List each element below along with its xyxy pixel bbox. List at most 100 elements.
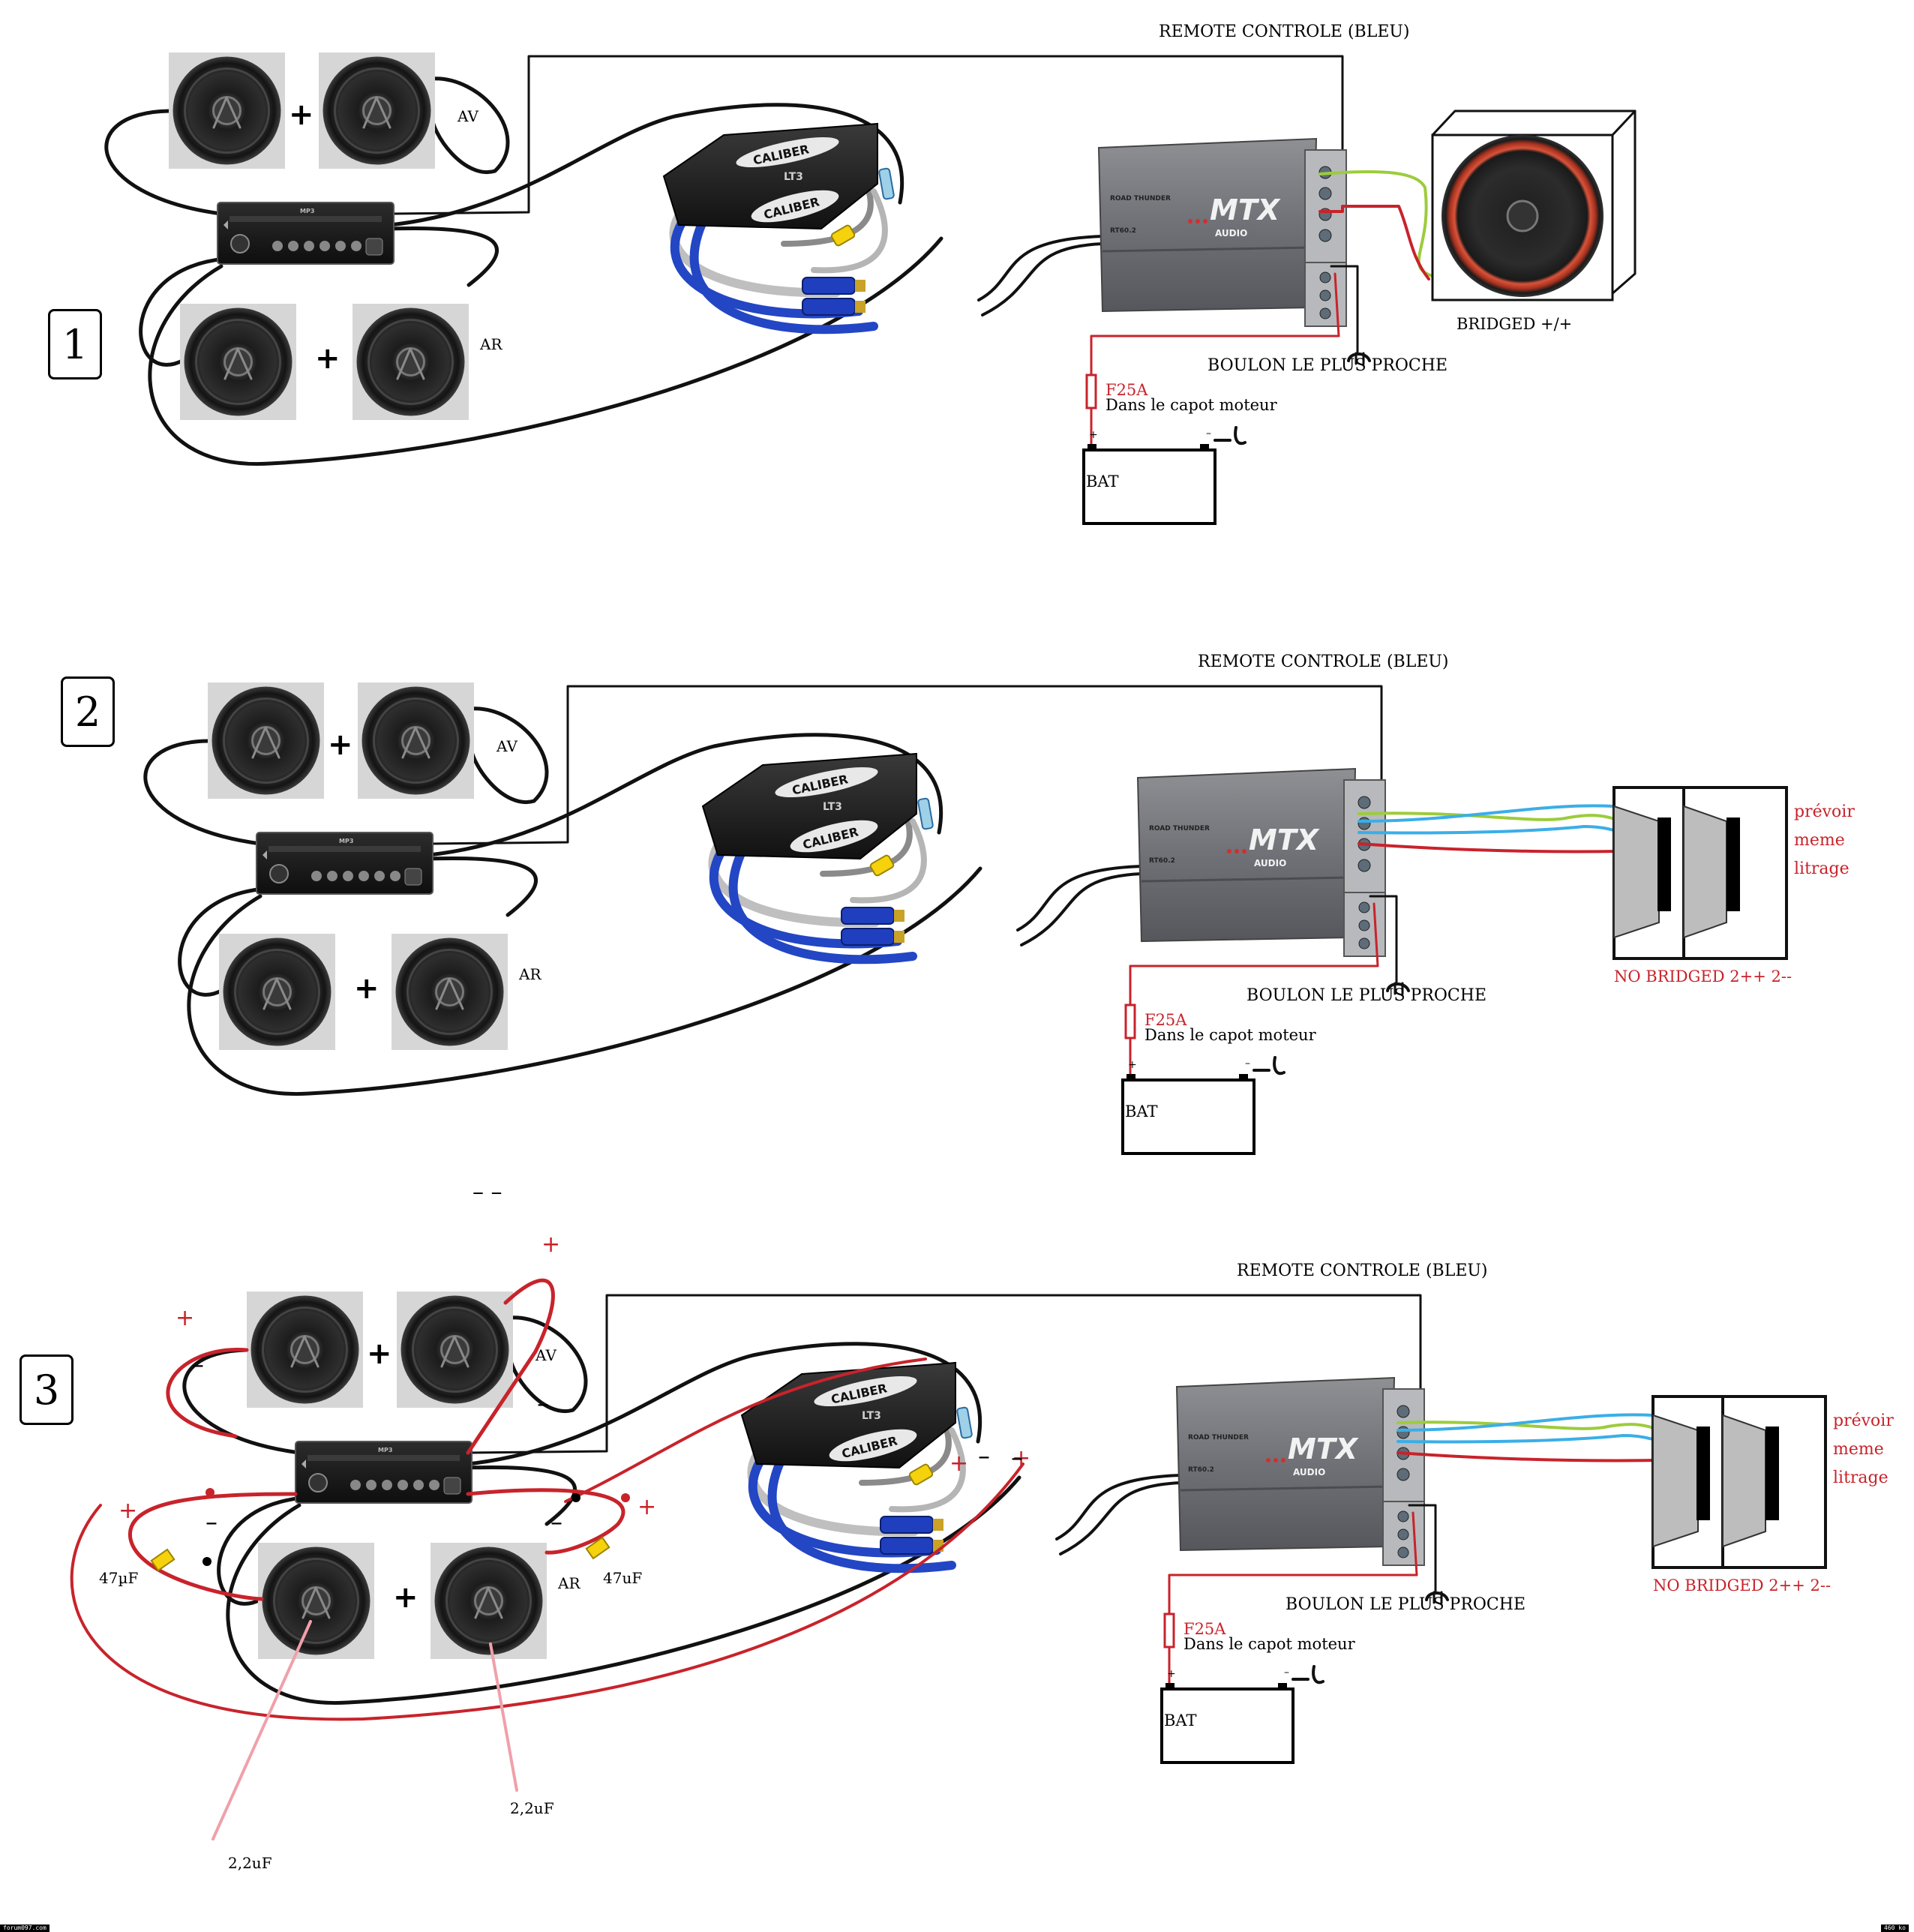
red-to-lc-wire xyxy=(564,1358,927,1503)
speaker-front-right xyxy=(319,52,435,169)
front-speakers-label: AV xyxy=(496,737,518,755)
radio-preset-button xyxy=(311,871,322,881)
radio-to-lc-wire xyxy=(388,103,904,227)
radio-preset-button xyxy=(320,241,330,251)
lc-logo-oval xyxy=(829,1429,917,1462)
speaker-tweeter-bridge xyxy=(362,96,392,129)
speaker-surround xyxy=(273,1558,359,1644)
dash-marks: – – xyxy=(472,1179,502,1205)
sub-magnet xyxy=(1726,818,1740,911)
polarity-plus: + xyxy=(118,1498,138,1524)
battery-label: BAT xyxy=(1086,472,1119,490)
ground-label: BOULON LE PLUS PROCHE xyxy=(1286,1595,1526,1614)
rear-plus-sign: + xyxy=(315,341,340,376)
rca-plug xyxy=(880,1516,934,1534)
polarity-minus: – xyxy=(206,1508,218,1536)
fuse-location-label: Dans le capot moteur xyxy=(1144,1026,1316,1044)
sub-cone-side xyxy=(1722,1414,1766,1548)
amp-led xyxy=(1266,1458,1270,1462)
radio-cd-slot xyxy=(308,1455,460,1461)
radio-preset-button xyxy=(343,871,353,881)
rca-tip xyxy=(894,910,904,922)
terminal-screw xyxy=(1396,1405,1410,1418)
speaker-surround xyxy=(223,698,309,784)
rca-to-amp-wire xyxy=(1055,1474,1182,1540)
rca-plug xyxy=(802,277,856,295)
battery-post-minus xyxy=(1200,444,1209,450)
radio-volume-knob xyxy=(269,864,289,884)
radio-preset-button xyxy=(366,1480,376,1490)
sub-magnet xyxy=(1766,1426,1779,1520)
radio-preset-button xyxy=(351,241,362,251)
polarity-minus: – xyxy=(192,1350,204,1378)
tweeter-cap-lead xyxy=(212,1620,312,1840)
tweeter-cap-label: 2,2uF xyxy=(510,1799,554,1817)
junction-dot xyxy=(621,1493,630,1502)
rear-speakers-label: AR xyxy=(480,335,502,353)
front-plus-sign: + xyxy=(289,98,314,132)
terminal-screw xyxy=(1396,1426,1410,1439)
sub-magnet xyxy=(1696,1426,1710,1520)
lc-grey-wire xyxy=(850,818,927,904)
terminal-screw xyxy=(1358,859,1371,872)
battery-post-minus xyxy=(1278,1683,1287,1689)
rca-to-amp-wire xyxy=(977,235,1104,302)
rear-speakers-label: AR xyxy=(519,965,542,983)
polarity-plus: + xyxy=(176,1305,195,1331)
front-left-wire xyxy=(104,109,224,216)
radio-nav-pad xyxy=(365,238,383,256)
battery-label: BAT xyxy=(1164,1712,1197,1730)
junction-dot xyxy=(206,1488,214,1497)
junction-dot xyxy=(572,1493,580,1502)
capacitor-47uf-right xyxy=(585,1536,610,1560)
terminal-screw xyxy=(1319,272,1331,284)
lc-model-text: LT3 xyxy=(823,801,842,813)
fuse-label: F25A xyxy=(1106,381,1148,399)
battery-post-minus xyxy=(1239,1074,1248,1080)
speaker-surround xyxy=(184,68,270,154)
speaker-front-left xyxy=(208,682,324,799)
amp-chassis xyxy=(1175,1376,1396,1552)
battery-minus-label: – xyxy=(1245,1058,1250,1070)
fuse-icon xyxy=(1124,1004,1136,1040)
speaker-rear-left xyxy=(180,304,296,420)
battery-label: BAT xyxy=(1125,1102,1158,1120)
amp-sub-logo: AUDIO xyxy=(1293,1467,1325,1478)
diagram-number-1: 1 xyxy=(48,309,102,380)
speaker-rear-right xyxy=(392,934,508,1050)
front-left-wire xyxy=(143,739,262,846)
amp-led xyxy=(1234,849,1239,854)
volume-note-line: meme xyxy=(1833,1440,1884,1459)
radio-volume-knob xyxy=(308,1473,328,1492)
polarity-minus: – xyxy=(978,1442,990,1470)
amp-brand-logo: MTX xyxy=(1288,1432,1359,1466)
radio-preset-button xyxy=(374,871,385,881)
speaker-tweeter-bridge xyxy=(474,1586,503,1619)
amp-series-text: ROAD THUNDER xyxy=(1188,1434,1249,1442)
speaker-tweeter-bridge xyxy=(302,1586,331,1619)
speaker-tweeter-bridge xyxy=(401,726,430,759)
front-left-wire xyxy=(182,1348,302,1455)
front-plus-sign: + xyxy=(328,728,353,762)
polarity-plus: + xyxy=(638,1494,657,1520)
amp-chassis xyxy=(1136,767,1357,943)
radio-preset-button xyxy=(335,241,346,251)
terminal-screw xyxy=(1397,1510,1409,1522)
footer-right: 460 ko xyxy=(1881,1924,1909,1932)
speaker-tweeter-bridge xyxy=(212,96,242,129)
front-speakers-label: AV xyxy=(536,1346,556,1364)
capacitor-left-label: 47µF xyxy=(99,1569,139,1587)
ground-label: BOULON LE PLUS PROCHE xyxy=(1246,986,1486,1005)
rca-tip xyxy=(855,280,866,292)
amp-brand-logo: MTX xyxy=(1210,194,1281,226)
battery-plus-label: + xyxy=(1128,1059,1137,1071)
front-speakers-label: AV xyxy=(458,107,478,125)
speaker-tweeter-bridge xyxy=(224,347,253,380)
radio-badge-text: MP3 xyxy=(339,838,353,844)
footer-left: forum097.com xyxy=(0,1924,50,1932)
battery-post-plus xyxy=(1166,1683,1174,1689)
rear-left-red-wire xyxy=(128,1492,298,1601)
terminal-screw xyxy=(1397,1546,1409,1558)
